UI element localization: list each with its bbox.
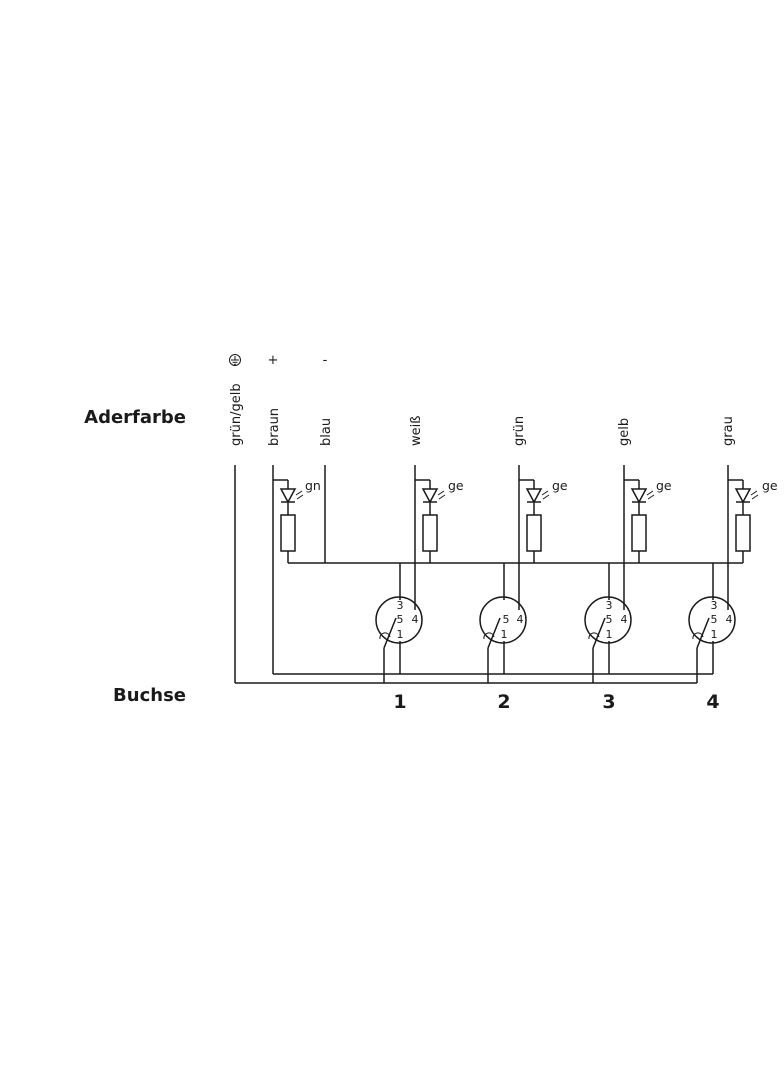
supply-plus: + bbox=[268, 353, 279, 368]
socket-number-1: 1 bbox=[393, 691, 406, 713]
socket-number-2: 2 bbox=[497, 691, 510, 713]
led-indicator bbox=[273, 479, 304, 563]
supply-minus: - bbox=[323, 353, 328, 368]
socket-connector bbox=[375, 465, 423, 683]
wire-label-gruen: grün bbox=[512, 416, 527, 446]
label-aderfarbe: Aderfarbe bbox=[84, 407, 186, 428]
socket-connector bbox=[584, 465, 632, 683]
wire-label-gelb: gelb bbox=[617, 418, 632, 446]
wire-label-weiss: weiß bbox=[409, 416, 424, 446]
pin-label: 3 bbox=[606, 599, 613, 612]
wire-label-blau: blau bbox=[319, 418, 334, 446]
pin-label: 5 bbox=[397, 613, 404, 626]
pin-label: 5 bbox=[606, 613, 613, 626]
socket-connector bbox=[688, 465, 736, 683]
socket-number-4: 4 bbox=[706, 691, 719, 713]
pin-label: 5 bbox=[711, 613, 718, 626]
socket-connector bbox=[479, 465, 527, 683]
ground-earth-icon bbox=[229, 354, 241, 366]
led-label: ge bbox=[448, 478, 464, 493]
led-indicator bbox=[728, 479, 759, 563]
pin-label: 1 bbox=[501, 628, 508, 641]
pin-label: 4 bbox=[621, 613, 628, 626]
led-label: ge bbox=[552, 478, 568, 493]
led-indicator bbox=[415, 479, 446, 563]
led-indicator bbox=[624, 479, 655, 563]
pin-label: 5 bbox=[503, 613, 510, 626]
pin-label: 4 bbox=[517, 613, 524, 626]
socket-number-3: 3 bbox=[602, 691, 615, 713]
pin-label: 1 bbox=[397, 628, 404, 641]
label-buchse: Buchse bbox=[113, 685, 186, 706]
pin-label: 3 bbox=[711, 599, 718, 612]
pin-label: 3 bbox=[397, 599, 404, 612]
led-label: ge bbox=[656, 478, 672, 493]
wire-label-grau: grau bbox=[721, 416, 736, 446]
led-indicator bbox=[519, 479, 550, 563]
wire-label-braun: braun bbox=[267, 408, 282, 446]
pin-label: 1 bbox=[606, 628, 613, 641]
pin-label: 4 bbox=[726, 613, 733, 626]
led-label: ge bbox=[762, 478, 778, 493]
wire-label-gruen-gelb: grün/gelb bbox=[229, 383, 244, 446]
pin-label: 4 bbox=[412, 613, 419, 626]
led-label: gn bbox=[305, 478, 321, 493]
pin-label: 1 bbox=[711, 628, 718, 641]
